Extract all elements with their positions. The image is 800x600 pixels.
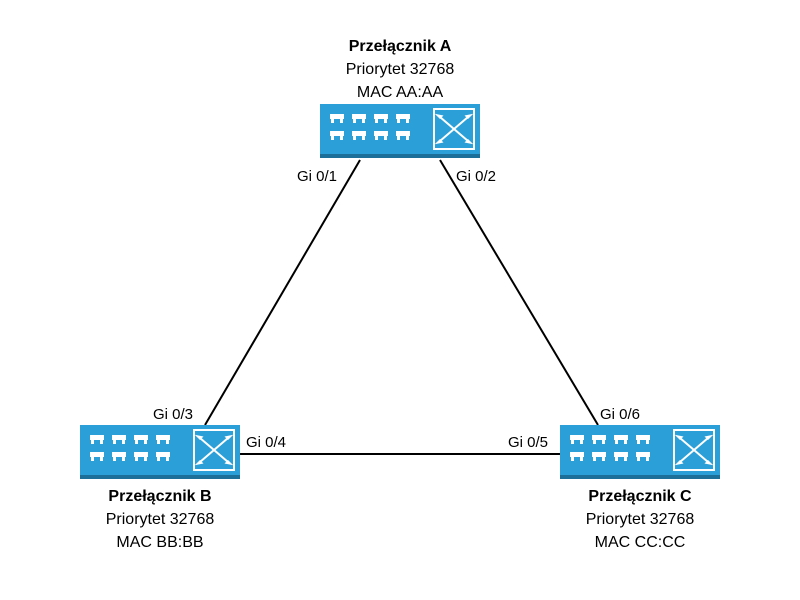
- switch-b-priority: Priorytet 32768: [105, 511, 215, 528]
- link-a-c: [439, 159, 599, 426]
- port-glyph: [614, 435, 628, 444]
- switch-c-priority: Priorytet 32768: [585, 511, 695, 528]
- switch-a-mac: MAC AA:AA: [356, 84, 444, 101]
- port-glyph: [374, 131, 388, 140]
- port-label-gi05: Gi 0/5: [508, 434, 549, 451]
- port-glyph: [134, 435, 148, 444]
- port-glyph: [374, 114, 388, 123]
- switch-b-info: Przełącznik B Priorytet 32768 MAC BB:BB: [50, 485, 270, 554]
- port-glyph: [330, 114, 344, 123]
- port-label-gi06: Gi 0/6: [600, 406, 641, 423]
- port-glyph: [112, 452, 126, 461]
- crossed-arrows-icon: [673, 429, 715, 471]
- crossed-arrows-icon: [193, 429, 235, 471]
- port-glyph: [570, 435, 584, 444]
- port-glyph: [134, 452, 148, 461]
- crossed-arrows-icon: [433, 108, 475, 150]
- switch-c-name: Przełącznik C: [588, 488, 692, 505]
- switch-c-info: Przełącznik C Priorytet 32768 MAC CC:CC: [530, 485, 750, 554]
- port-glyph: [90, 452, 104, 461]
- switch-a-info: Przełącznik A Priorytet 32768 MAC AA:AA: [290, 35, 510, 104]
- port-glyph: [570, 452, 584, 461]
- port-glyph: [352, 131, 366, 140]
- switch-b-name: Przełącznik B: [108, 488, 212, 505]
- port-glyph: [592, 435, 606, 444]
- switch-a-priority: Priorytet 32768: [345, 61, 455, 78]
- switch-a-name: Przełącznik A: [348, 38, 452, 55]
- port-glyph: [396, 114, 410, 123]
- port-glyph: [396, 131, 410, 140]
- port-glyph: [636, 452, 650, 461]
- port-glyph: [592, 452, 606, 461]
- switch-c-mac: MAC CC:CC: [594, 534, 686, 551]
- port-glyph: [614, 452, 628, 461]
- port-glyph: [636, 435, 650, 444]
- port-label-gi02: Gi 0/2: [456, 168, 497, 185]
- port-glyph: [90, 435, 104, 444]
- network-switch-icon[interactable]: [560, 425, 720, 479]
- port-label-gi04: Gi 0/4: [246, 434, 287, 451]
- port-glyph: [156, 452, 170, 461]
- port-glyph: [156, 435, 170, 444]
- network-switch-icon[interactable]: [80, 425, 240, 479]
- switch-b-mac: MAC BB:BB: [116, 534, 204, 551]
- port-label-gi01: Gi 0/1: [297, 168, 338, 185]
- port-glyph: [330, 131, 344, 140]
- port-glyph: [352, 114, 366, 123]
- port-glyph: [112, 435, 126, 444]
- port-label-gi03: Gi 0/3: [153, 406, 194, 423]
- network-switch-icon[interactable]: [320, 104, 480, 158]
- link-a-b: [204, 159, 361, 426]
